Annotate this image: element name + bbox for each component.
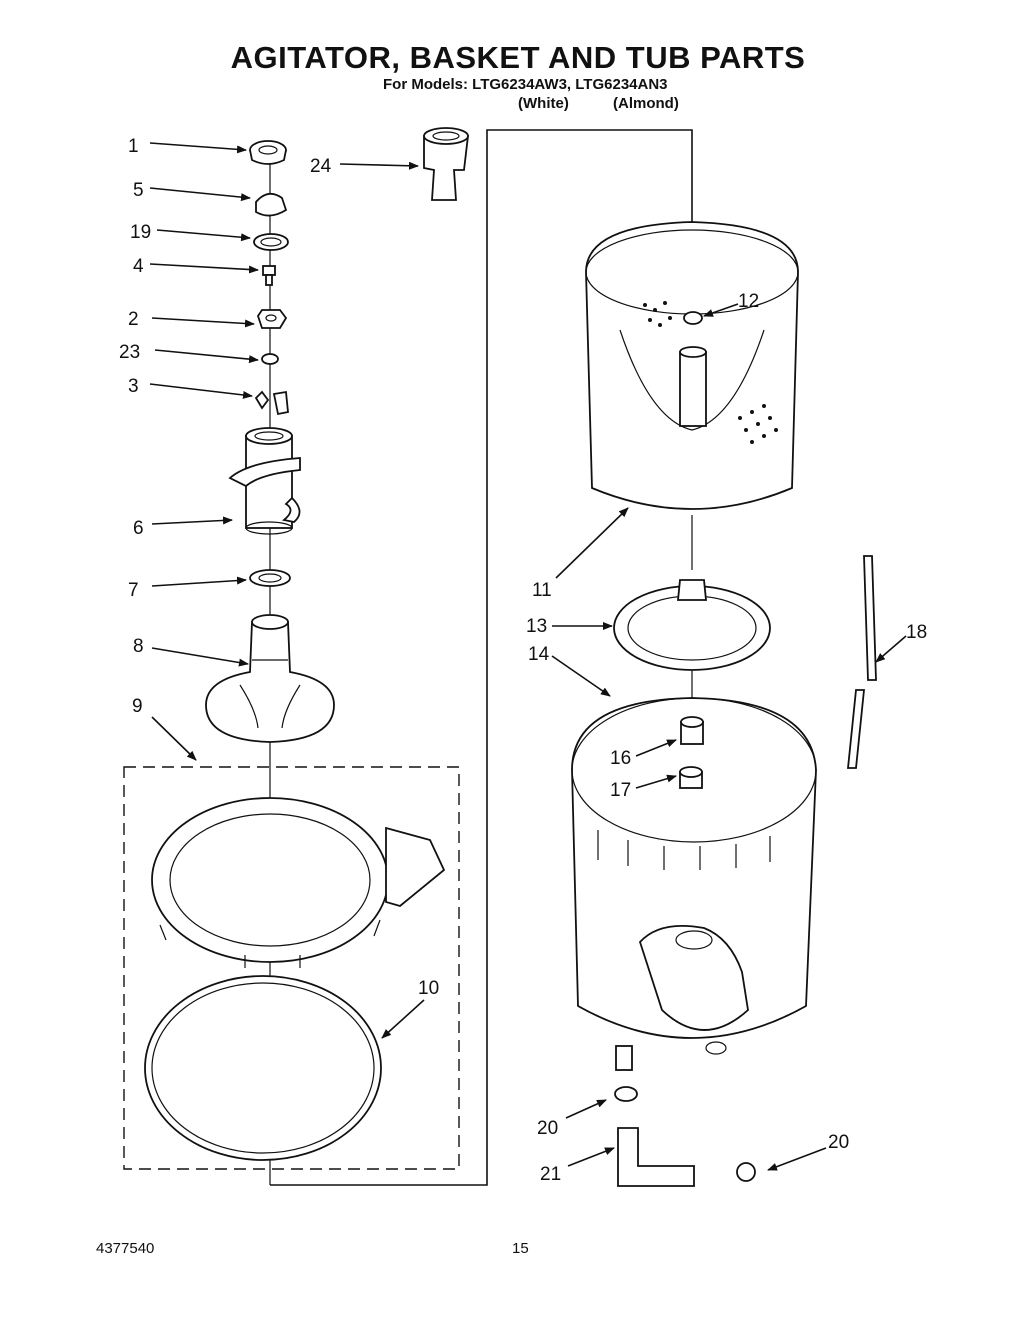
agitator-base-part xyxy=(205,614,335,743)
callout-21: 21 xyxy=(540,1164,561,1185)
callout-3: 3 xyxy=(128,376,139,397)
callout-6: 6 xyxy=(133,518,144,539)
callout-9: 9 xyxy=(132,696,143,717)
callout-5: 5 xyxy=(133,180,144,201)
dispenser-cup-part xyxy=(423,127,470,201)
seal-ring-part xyxy=(253,233,289,251)
callout-16: 16 xyxy=(610,748,631,769)
outer-tub-part xyxy=(571,697,817,1071)
connector-line xyxy=(270,129,693,1186)
callout-4: 4 xyxy=(133,256,144,277)
nut-part xyxy=(679,766,703,789)
models-line: For Models: LTG6234AW3, LTG6234AN3 xyxy=(383,76,668,93)
brake-ring-part xyxy=(613,579,771,671)
hose-part xyxy=(863,555,877,681)
agitator-cap-part xyxy=(249,140,287,165)
document-number: 4377540 xyxy=(96,1240,155,1257)
callout-20a: 20 xyxy=(537,1118,558,1139)
dog-part xyxy=(257,309,288,329)
callout-24: 24 xyxy=(310,156,332,177)
callout-23: 23 xyxy=(119,342,140,363)
callout-19: 19 xyxy=(130,222,151,243)
bolt-part xyxy=(262,265,276,286)
cam-part xyxy=(255,192,288,217)
callout-14: 14 xyxy=(528,644,550,665)
page-title: AGITATOR, BASKET AND TUB PARTS xyxy=(230,40,806,75)
clip-part xyxy=(254,390,289,416)
callout-7: 7 xyxy=(128,580,139,601)
page-number: 15 xyxy=(512,1240,529,1257)
wash-basket-part xyxy=(585,221,799,510)
balance-ring-part xyxy=(151,797,446,968)
drain-hose-part xyxy=(617,1127,695,1187)
washer-part xyxy=(261,353,279,365)
white-label: (White) xyxy=(518,95,569,112)
bearing-part xyxy=(249,569,291,587)
callout-11: 11 xyxy=(532,580,552,601)
clamp-end-part xyxy=(736,1162,756,1182)
callout-12: 12 xyxy=(738,291,759,312)
basket-holes xyxy=(643,301,778,444)
hose-lower-part xyxy=(847,689,865,769)
auger-part xyxy=(228,427,301,535)
callout-8: 8 xyxy=(133,636,144,657)
assembly-dashed-box xyxy=(123,766,460,1170)
callout-18: 18 xyxy=(906,622,927,643)
callout-20b: 20 xyxy=(828,1132,849,1153)
callout-17: 17 xyxy=(610,780,631,801)
leader-lines xyxy=(149,142,907,1171)
callout-13: 13 xyxy=(526,616,547,637)
callout-1: 1 xyxy=(128,136,139,157)
clamp-part xyxy=(614,1086,638,1102)
almond-label: (Almond) xyxy=(613,95,679,112)
belt-ring-part xyxy=(144,975,382,1161)
hub-part xyxy=(680,716,704,745)
callout-2: 2 xyxy=(128,309,139,330)
callout-10: 10 xyxy=(418,978,439,999)
